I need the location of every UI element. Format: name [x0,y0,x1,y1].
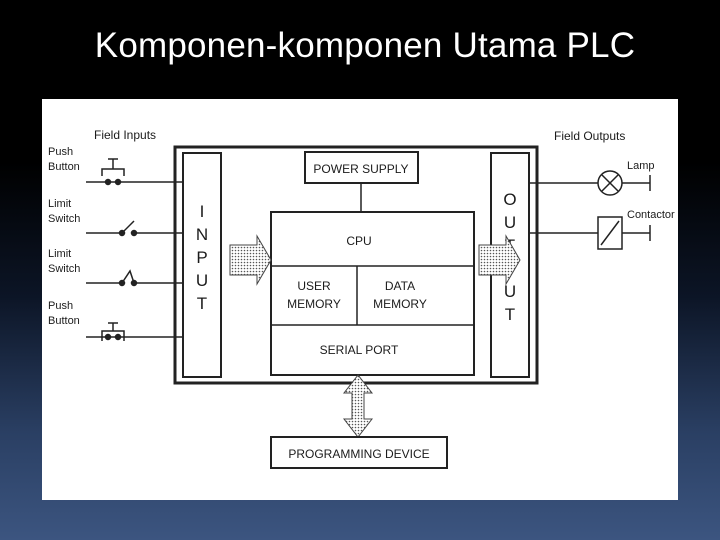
limit-switch-symbol [86,269,183,287]
input-letter: U [196,271,208,290]
power-supply-label: POWER SUPPLY [313,162,408,176]
lamp-symbol [529,170,651,196]
contactor-label: Contactor [627,209,675,221]
cpu-to-output-arrow [478,234,521,286]
output-letter: O [503,190,516,209]
contactor-symbol [529,216,651,250]
plc-diagram: Field Inputs Field Outputs I N P U T O U… [42,99,678,500]
lamp-label: Lamp [627,160,655,172]
input-device-label: Push [48,300,73,312]
input-letter: P [196,248,207,267]
input-device-label: Button [48,315,80,327]
user-memory-label: USER [297,279,331,293]
user-memory-label: MEMORY [287,297,341,311]
data-memory-label: DATA [385,279,415,293]
output-letter: U [504,213,516,232]
input-device-label: Switch [48,213,80,225]
programming-device-box [270,436,448,469]
output-letter: T [505,305,515,324]
input-module: I N P U T [182,152,222,378]
push-button-symbol [86,158,183,186]
input-device-label: Push [48,146,73,158]
slide-title: Komponen-komponen Utama PLC [94,26,636,65]
input-letter: N [196,225,208,244]
field-outputs-label: Field Outputs [554,129,625,143]
input-device-label: Limit [48,198,71,210]
input-letter: T [197,294,207,313]
plc-block-diagram: Field Inputs Field Outputs I N P U T O U… [48,128,675,469]
cpu-label: CPU [346,234,371,248]
limit-switch-symbol [86,220,183,237]
field-inputs-label: Field Inputs [94,128,156,142]
data-memory-label: MEMORY [373,297,427,311]
input-device-label: Button [48,161,80,173]
input-device-label: Limit [48,248,71,260]
input-device-label: Switch [48,263,80,275]
input-letter: I [200,202,205,221]
output-letter: U [504,282,516,301]
programming-device-label: PROGRAMMING DEVICE [288,447,429,461]
input-to-cpu-arrow [229,234,272,286]
push-button-symbol [86,322,183,341]
cpu-block: CPU USER MEMORY DATA MEMORY SERIAL PORT [270,211,475,376]
serial-port-label: SERIAL PORT [320,343,399,357]
